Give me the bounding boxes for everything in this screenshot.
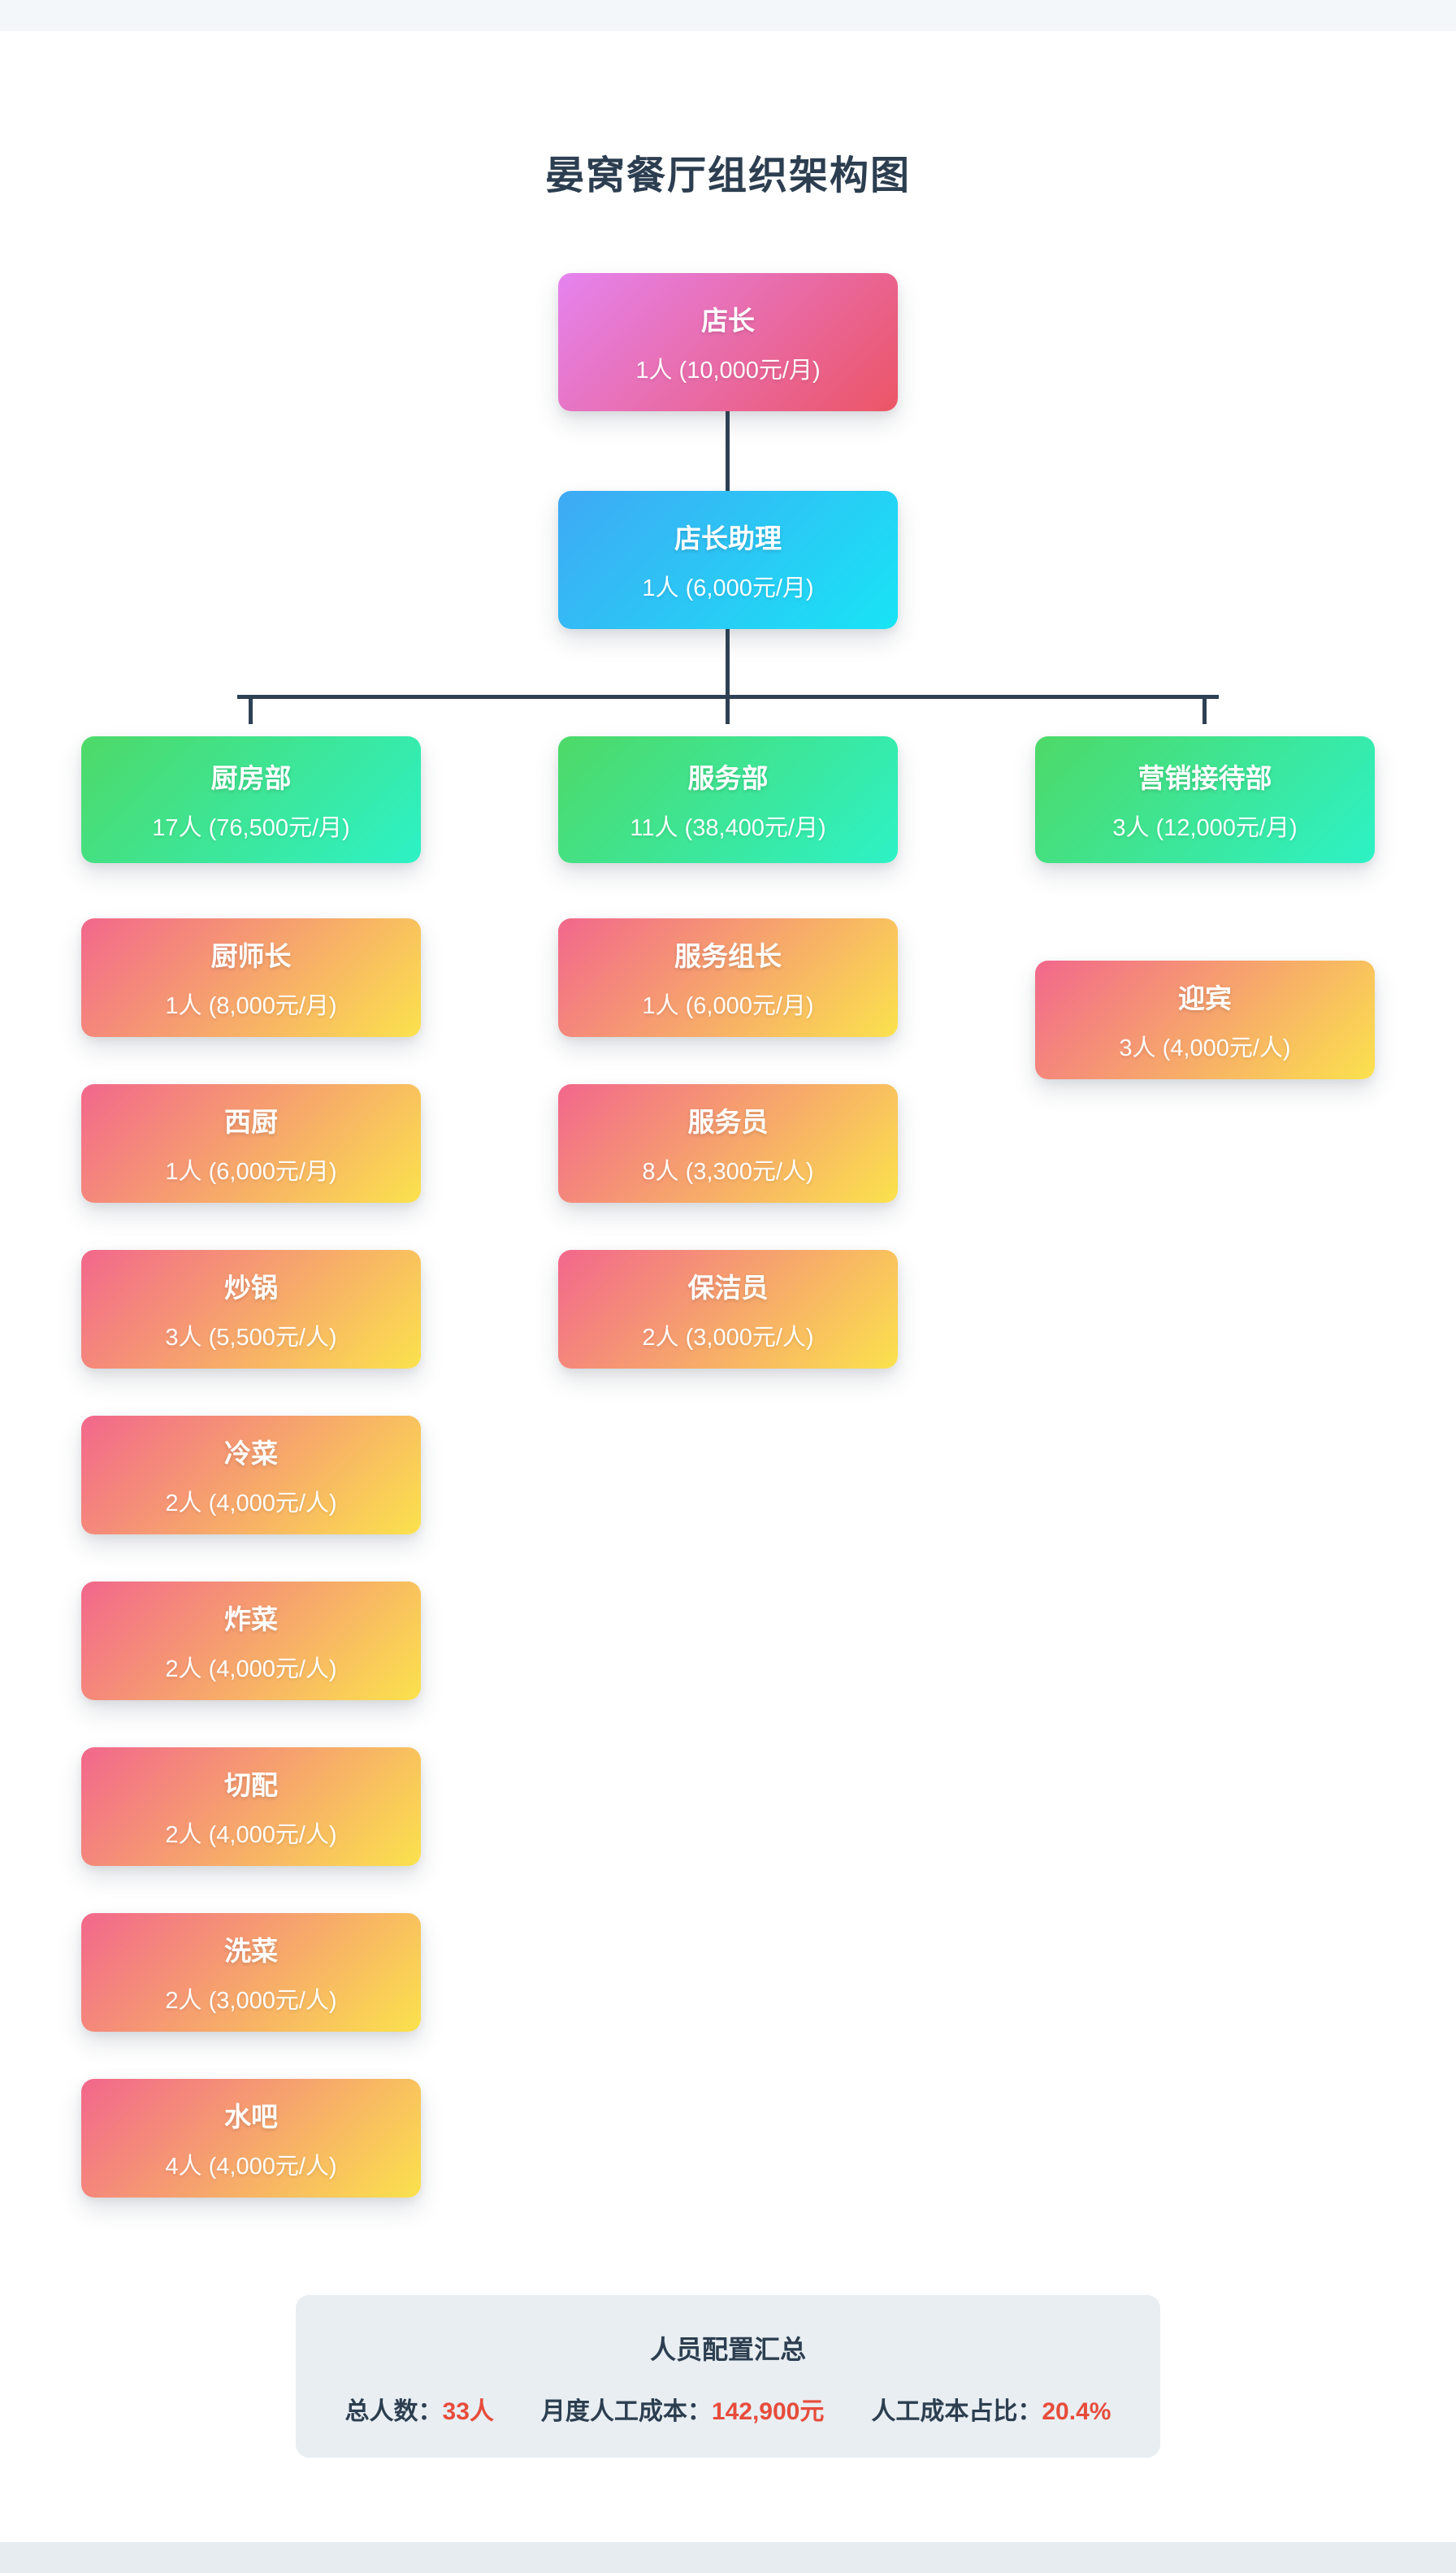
stat-label: 人工成本占比： <box>871 2398 1042 2425</box>
position-title: 洗菜 <box>224 1936 278 1966</box>
store-manager-title: 店长 <box>701 306 755 336</box>
summary-stat-total-headcount: 总人数：33人 <box>345 2391 494 2427</box>
department-column: 营销接待部 3人 (12,000元/月) 迎宾 3人 (4,000元/人) <box>1035 736 1375 1079</box>
summary-stats: 总人数：33人 月度人工成本：142,900元 人工成本占比：20.4% <box>296 2391 1160 2427</box>
department-title: 厨房部 <box>210 763 292 793</box>
position-detail: 2人 (4,000元/人) <box>165 1656 337 1682</box>
position-title: 迎宾 <box>1178 983 1232 1013</box>
position-node: 迎宾 3人 (4,000元/人) <box>1035 961 1375 1079</box>
position-detail: 2人 (4,000元/人) <box>165 1822 337 1848</box>
summary-stat-labor-cost-ratio: 人工成本占比：20.4% <box>871 2391 1111 2427</box>
position-detail: 2人 (3,000元/人) <box>165 1988 337 2014</box>
position-title: 炸菜 <box>224 1604 278 1634</box>
stat-value: 142,900元 <box>711 2398 825 2425</box>
department-column: 厨房部 17人 (76,500元/月) 厨师长 1人 (8,000元/月) 西厨… <box>81 736 421 2198</box>
position-title: 炒锅 <box>224 1273 278 1303</box>
position-title: 冷菜 <box>224 1438 278 1469</box>
store-manager-detail: 1人 (10,000元/月) <box>635 358 821 384</box>
position-node: 西厨 1人 (6,000元/月) <box>81 1084 421 1203</box>
position-title: 厨师长 <box>210 941 292 971</box>
position-detail: 4人 (4,000元/人) <box>165 2154 337 2180</box>
node-store-manager: 店长 1人 (10,000元/月) <box>558 273 898 411</box>
stat-label: 总人数： <box>344 2398 443 2425</box>
stat-label: 月度人工成本： <box>540 2398 712 2425</box>
position-list: 服务组长 1人 (6,000元/月) 服务员 8人 (3,300元/人) 保洁员… <box>558 918 898 1369</box>
position-title: 西厨 <box>224 1107 278 1137</box>
position-node: 服务组长 1人 (6,000元/月) <box>558 918 898 1037</box>
position-node: 冷菜 2人 (4,000元/人) <box>81 1416 421 1534</box>
position-detail: 1人 (8,000元/月) <box>165 993 337 1019</box>
assistant-manager-title: 店长助理 <box>674 523 782 553</box>
position-node: 厨师长 1人 (8,000元/月) <box>81 918 421 1037</box>
summary-panel: 人员配置汇总 总人数：33人 月度人工成本：142,900元 人工成本占比：20… <box>296 2295 1160 2458</box>
department-detail: 3人 (12,000元/月) <box>1112 815 1298 841</box>
position-detail: 8人 (3,300元/人) <box>642 1159 814 1185</box>
position-detail: 1人 (6,000元/月) <box>165 1159 337 1185</box>
assistant-manager-detail: 1人 (6,000元/月) <box>642 575 814 601</box>
connector-assistant-to-bar <box>726 629 730 697</box>
department-title: 营销接待部 <box>1138 763 1272 793</box>
node-assistant-manager: 店长助理 1人 (6,000元/月) <box>558 491 898 629</box>
department-detail: 11人 (38,400元/月) <box>630 815 826 841</box>
position-list: 迎宾 3人 (4,000元/人) <box>1035 961 1375 1079</box>
summary-stat-monthly-labor-cost: 月度人工成本：142,900元 <box>541 2391 824 2427</box>
position-title: 水吧 <box>224 2102 278 2132</box>
position-node: 水吧 4人 (4,000元/人) <box>81 2079 421 2198</box>
position-title: 服务组长 <box>674 941 782 971</box>
position-node: 炒锅 3人 (5,500元/人) <box>81 1250 421 1369</box>
department-column: 服务部 11人 (38,400元/月) 服务组长 1人 (6,000元/月) 服… <box>558 736 898 1369</box>
position-title: 保洁员 <box>687 1273 769 1303</box>
position-title: 切配 <box>224 1770 278 1800</box>
department-node: 厨房部 17人 (76,500元/月) <box>81 736 421 863</box>
department-node: 服务部 11人 (38,400元/月) <box>558 736 898 863</box>
department-title: 服务部 <box>687 763 769 793</box>
position-detail: 2人 (4,000元/人) <box>165 1490 337 1516</box>
connector-root-to-assistant <box>726 411 730 491</box>
stat-value: 33人 <box>442 2398 494 2425</box>
org-chart-canvas: 晏窝餐厅组织架构图 店长 1人 (10,000元/月) 店长助理 1人 (6,0… <box>0 31 1456 2542</box>
position-list: 厨师长 1人 (8,000元/月) 西厨 1人 (6,000元/月) 炒锅 3人… <box>81 918 421 2198</box>
position-node: 洗菜 2人 (3,000元/人) <box>81 1913 421 2032</box>
department-detail: 17人 (76,500元/月) <box>152 815 350 841</box>
department-node: 营销接待部 3人 (12,000元/月) <box>1035 736 1375 863</box>
connector-drop-marketing <box>1202 695 1207 724</box>
connector-drop-service <box>726 695 730 724</box>
position-title: 服务员 <box>687 1107 769 1137</box>
position-detail: 2人 (3,000元/人) <box>642 1325 814 1351</box>
position-node: 服务员 8人 (3,300元/人) <box>558 1084 898 1203</box>
position-detail: 1人 (6,000元/月) <box>642 993 814 1019</box>
stat-value: 20.4% <box>1042 2398 1112 2425</box>
position-detail: 3人 (4,000元/人) <box>1119 1035 1291 1061</box>
position-node: 切配 2人 (4,000元/人) <box>81 1747 421 1866</box>
chart-title: 晏窝餐厅组织架构图 <box>544 154 911 197</box>
position-node: 炸菜 2人 (4,000元/人) <box>81 1582 421 1700</box>
connector-drop-kitchen <box>249 695 253 724</box>
position-node: 保洁员 2人 (3,000元/人) <box>558 1250 898 1369</box>
position-detail: 3人 (5,500元/人) <box>165 1325 337 1351</box>
summary-title: 人员配置汇总 <box>649 2335 806 2364</box>
